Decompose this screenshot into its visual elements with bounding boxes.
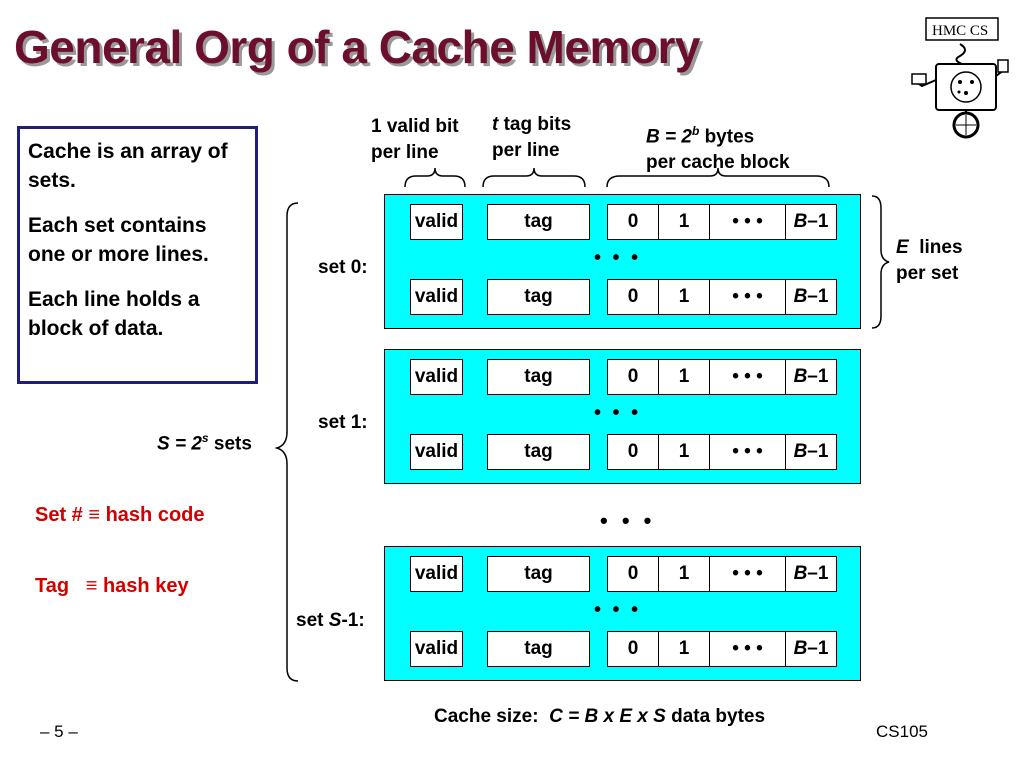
block-byte-0-cell: 0 (607, 631, 659, 667)
block-byte-0-cell: 0 (607, 279, 659, 315)
block-ellipsis-cell: • • • (709, 279, 786, 315)
valid-bit-brace (404, 167, 466, 188)
info-box: Cache is an array of sets. Each set cont… (17, 126, 258, 384)
info-lines: Each set contains one or more lines. (28, 214, 209, 266)
valid-cell: valid (410, 556, 463, 592)
lines-ellipsis: • • • (594, 247, 642, 269)
lines-per-set-label: E lines per set (896, 237, 963, 284)
logo-lettering: HMC CS (925, 17, 999, 41)
valid-cell: valid (410, 359, 463, 395)
valid-cell: valid (410, 279, 463, 315)
block-last-byte-cell: B–1 (785, 279, 837, 315)
block-ellipsis-cell: • • • (709, 204, 786, 240)
sets-brace (274, 202, 299, 682)
tag-hash-note: Tag ≡ hash key (35, 575, 189, 597)
tag-bits-brace (482, 167, 586, 188)
tag-cell: tag (487, 204, 590, 240)
course-code: CS105 (876, 722, 928, 741)
block-last-byte-cell: B–1 (785, 204, 837, 240)
block-ellipsis-cell: • • • (709, 359, 786, 395)
block-last-byte-cell: B–1 (785, 434, 837, 470)
block-ellipsis-cell: • • • (709, 631, 786, 667)
info-sets: Cache is an array of sets. (28, 140, 228, 192)
svg-text:HMC CS: HMC CS (932, 23, 988, 39)
cache-size-formula: Cache size: C = B x E x S data bytes (434, 706, 766, 727)
sets-count-label: S = 2s sets (157, 431, 252, 455)
set-last-label: set S-1: (296, 610, 365, 631)
tag-cell: tag (487, 556, 590, 592)
set-1-label: set 1: (318, 412, 368, 433)
valid-cell: valid (410, 204, 463, 240)
block-byte-1-cell: 1 (658, 631, 710, 667)
block-byte-0-cell: 0 (607, 359, 659, 395)
more-sets-ellipsis: • • • (600, 508, 656, 533)
block-byte-1-cell: 1 (658, 359, 710, 395)
block-last-byte-cell: B–1 (785, 631, 837, 667)
block-last-byte-cell: B–1 (785, 556, 837, 592)
tag-cell: tag (487, 359, 590, 395)
tag-bits-label: t tag bits per line (492, 114, 572, 161)
page-title: General Org of a Cache Memory (14, 21, 700, 73)
lines-ellipsis: • • • (594, 599, 642, 621)
lines-per-set-brace (871, 195, 890, 329)
block-byte-0-cell: 0 (607, 204, 659, 240)
tag-cell: tag (487, 279, 590, 315)
tag-cell: tag (487, 631, 590, 667)
block-size-label: B = 2b bytes per cache block (646, 124, 790, 174)
block-byte-1-cell: 1 (658, 279, 710, 315)
valid-cell: valid (410, 434, 463, 470)
block-byte-0-cell: 0 (607, 434, 659, 470)
page-number: – 5 – (40, 722, 78, 741)
valid-bit-label: 1 valid bit per line (371, 116, 459, 163)
info-block: Each line holds a block of data. (28, 288, 200, 340)
lines-ellipsis: • • • (594, 402, 642, 424)
block-brace (606, 167, 830, 188)
block-last-byte-cell: B–1 (785, 359, 837, 395)
set-hash-note: Set # ≡ hash code (35, 504, 205, 526)
hmc-cs-logo: HMC CS (911, 17, 1009, 139)
set-0-label: set 0: (318, 257, 368, 278)
valid-cell: valid (410, 631, 463, 667)
block-ellipsis-cell: • • • (709, 434, 786, 470)
block-byte-1-cell: 1 (658, 556, 710, 592)
tag-cell: tag (487, 434, 590, 470)
